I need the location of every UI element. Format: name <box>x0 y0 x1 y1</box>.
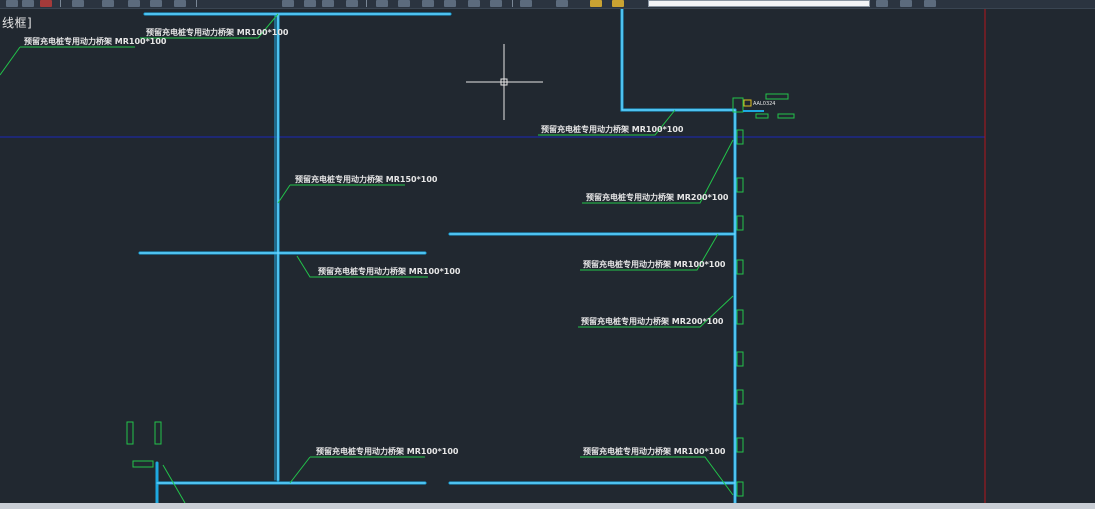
zoom-window-icon[interactable] <box>304 0 316 7</box>
annotation-text: 预留充电桩专用动力桥架 MR100*100 <box>146 27 289 37</box>
layer-manager-icon[interactable] <box>376 0 388 7</box>
layer-isolate-icon[interactable] <box>444 0 456 7</box>
layer-state-icon[interactable] <box>398 0 410 7</box>
plot-icon[interactable] <box>924 0 936 7</box>
status-bar <box>0 503 1095 509</box>
copy-icon[interactable] <box>102 0 114 7</box>
zoom-previous-icon[interactable] <box>346 0 358 7</box>
outlet-blocks <box>126 129 744 497</box>
block-label: AAL0324 <box>753 101 776 107</box>
properties-icon[interactable] <box>150 0 162 7</box>
annotation-text: 预留充电桩专用动力桥架 MR200*100 <box>586 192 729 202</box>
pan-icon[interactable] <box>22 0 34 7</box>
layer-freeze-icon[interactable] <box>490 0 502 7</box>
toolbar-separator <box>512 0 513 7</box>
top-toolbar <box>0 0 1095 9</box>
annotation-text: 预留充电桩专用动力桥架 MR100*100 <box>583 259 726 269</box>
annotation-labels: 预留充电桩专用动力桥架 MR100*100 预留充电桩专用动力桥架 MR100*… <box>24 27 729 456</box>
viewport-style-label[interactable]: 线框] <box>2 16 33 30</box>
orbit-icon[interactable] <box>282 0 294 7</box>
zoom-icon[interactable] <box>6 0 18 7</box>
annotation-text: 预留充电桩专用动力桥架 MR100*100 <box>541 124 684 134</box>
layer-icon[interactable] <box>40 0 52 7</box>
light-bulb-icon[interactable] <box>556 0 568 7</box>
crosshair-cursor <box>466 44 543 120</box>
drawing-canvas[interactable]: 预留充电桩专用动力桥架 MR100*100 预留充电桩专用动力桥架 MR100*… <box>0 9 1095 503</box>
undo-icon[interactable] <box>876 0 888 7</box>
lock-icon[interactable] <box>612 0 624 7</box>
annotation-text: 预留充电桩专用动力桥架 MR100*100 <box>318 266 461 276</box>
annotation-text: 预留充电桩专用动力桥架 MR200*100 <box>581 316 724 326</box>
redo-icon[interactable] <box>900 0 912 7</box>
annotation-text: 预留充电桩专用动力桥架 MR100*100 <box>316 446 459 456</box>
leader-lines <box>0 13 734 503</box>
zoom-extents-icon[interactable] <box>322 0 334 7</box>
layer-previous-icon[interactable] <box>422 0 434 7</box>
toolbar-separator <box>60 0 61 7</box>
paste-icon[interactable] <box>128 0 140 7</box>
toolbar-separator <box>366 0 367 7</box>
distribution-box-block: AAL0324 <box>732 93 795 119</box>
match-properties-icon[interactable] <box>72 0 84 7</box>
sun-icon[interactable] <box>590 0 602 7</box>
layer-off-icon[interactable] <box>468 0 480 7</box>
annotation-text: 预留充电桩专用动力桥架 MR150*100 <box>295 174 438 184</box>
settings-icon[interactable] <box>174 0 186 7</box>
layer-dropdown[interactable] <box>648 0 870 7</box>
help-icon[interactable] <box>520 0 532 7</box>
cable-trays <box>138 9 737 503</box>
tray-top-right <box>620 9 737 112</box>
toolbar-separator <box>196 0 197 7</box>
annotation-text: 预留充电桩专用动力桥架 MR100*100 <box>583 446 726 456</box>
annotation-text: 预留充电桩专用动力桥架 MR100*100 <box>24 36 167 46</box>
